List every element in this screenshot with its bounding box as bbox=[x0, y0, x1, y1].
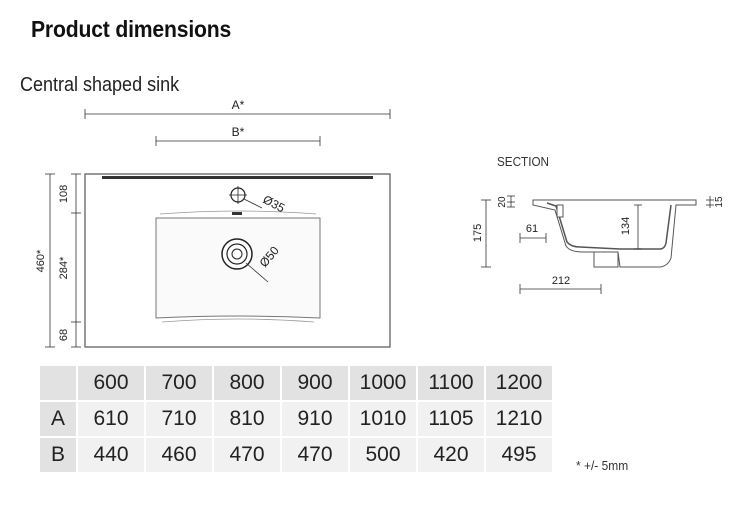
label-section-15: 15 bbox=[714, 196, 725, 208]
table-cell: 710 bbox=[146, 402, 212, 436]
table-cell: 440 bbox=[78, 438, 144, 472]
table-cell: 810 bbox=[214, 402, 280, 436]
label-section-175: 175 bbox=[472, 224, 484, 242]
sink-top-view bbox=[84, 173, 391, 348]
table-header-cell: 800 bbox=[214, 366, 280, 400]
section-profile bbox=[532, 199, 697, 268]
label-section-20: 20 bbox=[497, 196, 508, 208]
table-header-cell: 1000 bbox=[350, 366, 416, 400]
label-dim-middle: 284* bbox=[58, 256, 70, 279]
table-row: A 610 710 810 910 1010 1105 1210 bbox=[40, 402, 552, 436]
table-cell: 910 bbox=[282, 402, 348, 436]
table-row-label: B bbox=[40, 438, 76, 472]
section-overflow bbox=[556, 204, 564, 218]
table-header-row: 600 700 800 900 1000 1100 1200 bbox=[40, 366, 552, 400]
sink-section-view bbox=[481, 195, 714, 294]
table-header-cell: 600 bbox=[78, 366, 144, 400]
label-b: B* bbox=[232, 125, 245, 139]
tolerance-note: * +/- 5mm bbox=[576, 458, 629, 473]
label-section-61: 61 bbox=[526, 223, 538, 235]
table-header-cell: 700 bbox=[146, 366, 212, 400]
table-cell: 460 bbox=[146, 438, 212, 472]
label-dim-lower: 68 bbox=[58, 329, 70, 341]
table-cell: 500 bbox=[350, 438, 416, 472]
table-header-cell: 900 bbox=[282, 366, 348, 400]
table-cell: 470 bbox=[214, 438, 280, 472]
table-cell: 495 bbox=[486, 438, 552, 472]
leader-line bbox=[243, 198, 263, 209]
subtitle-sink-type: Central shaped sink bbox=[20, 74, 180, 96]
table-cell: 470 bbox=[282, 438, 348, 472]
table-row: B 440 460 470 470 500 420 495 bbox=[40, 438, 552, 472]
section-drain bbox=[593, 251, 619, 268]
table-row-label: A bbox=[40, 402, 76, 436]
overflow-slot bbox=[232, 212, 242, 215]
label-a: A* bbox=[232, 98, 245, 112]
basin-rim bbox=[159, 210, 317, 215]
sink-back-edge bbox=[102, 176, 373, 179]
label-section-212: 212 bbox=[552, 275, 570, 287]
table-corner bbox=[40, 366, 76, 400]
leader-line bbox=[245, 262, 269, 283]
label-dim-upper: 108 bbox=[58, 185, 70, 203]
table-cell: 1105 bbox=[418, 402, 484, 436]
section-inner bbox=[546, 202, 672, 250]
label-section-134: 134 bbox=[620, 217, 632, 235]
page-title: Product dimensions bbox=[31, 16, 232, 42]
table-cell: 610 bbox=[78, 402, 144, 436]
table-header-cell: 1100 bbox=[418, 366, 484, 400]
table-header-cell: 1200 bbox=[486, 366, 552, 400]
basin-rim-front bbox=[161, 318, 315, 323]
label-dim-total: 460* bbox=[35, 249, 47, 272]
table-cell: 1210 bbox=[486, 402, 552, 436]
dimensions-table: 600 700 800 900 1000 1100 1200 A 610 710… bbox=[38, 364, 554, 474]
drain-center bbox=[231, 248, 243, 260]
section-title: SECTION bbox=[497, 154, 550, 169]
table-cell: 420 bbox=[418, 438, 484, 472]
table-cell: 1010 bbox=[350, 402, 416, 436]
